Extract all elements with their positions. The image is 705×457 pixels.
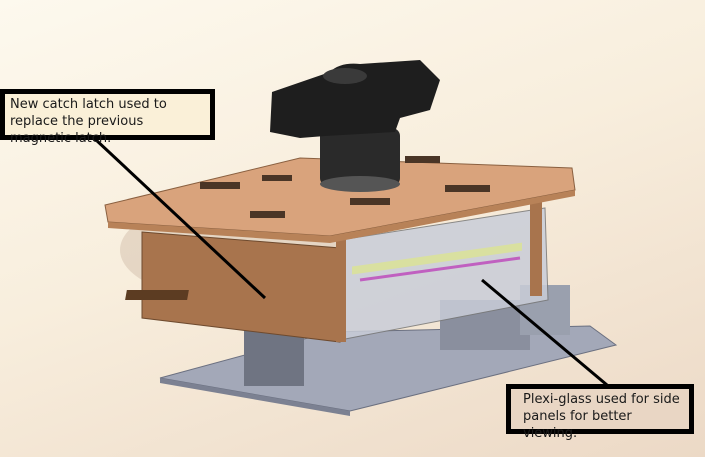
- knob-top: [323, 68, 367, 84]
- star-knob: [270, 60, 440, 138]
- knob-base: [320, 176, 400, 192]
- callout-plexi: Plexi-glass used for side panels for bet…: [506, 384, 694, 441]
- leader-line-plexi: [481, 278, 608, 387]
- leader-line-latch: [93, 137, 267, 300]
- corner-post: [336, 236, 346, 342]
- corner-post: [530, 196, 542, 296]
- base-plate-edge: [160, 378, 350, 416]
- knob-shaft: [320, 128, 400, 186]
- callout-latch-text: New catch latch used to replace the prev…: [10, 97, 167, 146]
- inner-board: [352, 242, 522, 275]
- inner-strip: [359, 256, 521, 282]
- top-plate-edge: [108, 190, 575, 243]
- front-panel: [141, 231, 341, 343]
- top-slots: [200, 156, 490, 218]
- callout-plexi-text: Plexi-glass used for side panels for bet…: [523, 392, 680, 441]
- callout-latch: New catch latch used to replace the prev…: [0, 89, 215, 146]
- vent-slots: [125, 290, 189, 300]
